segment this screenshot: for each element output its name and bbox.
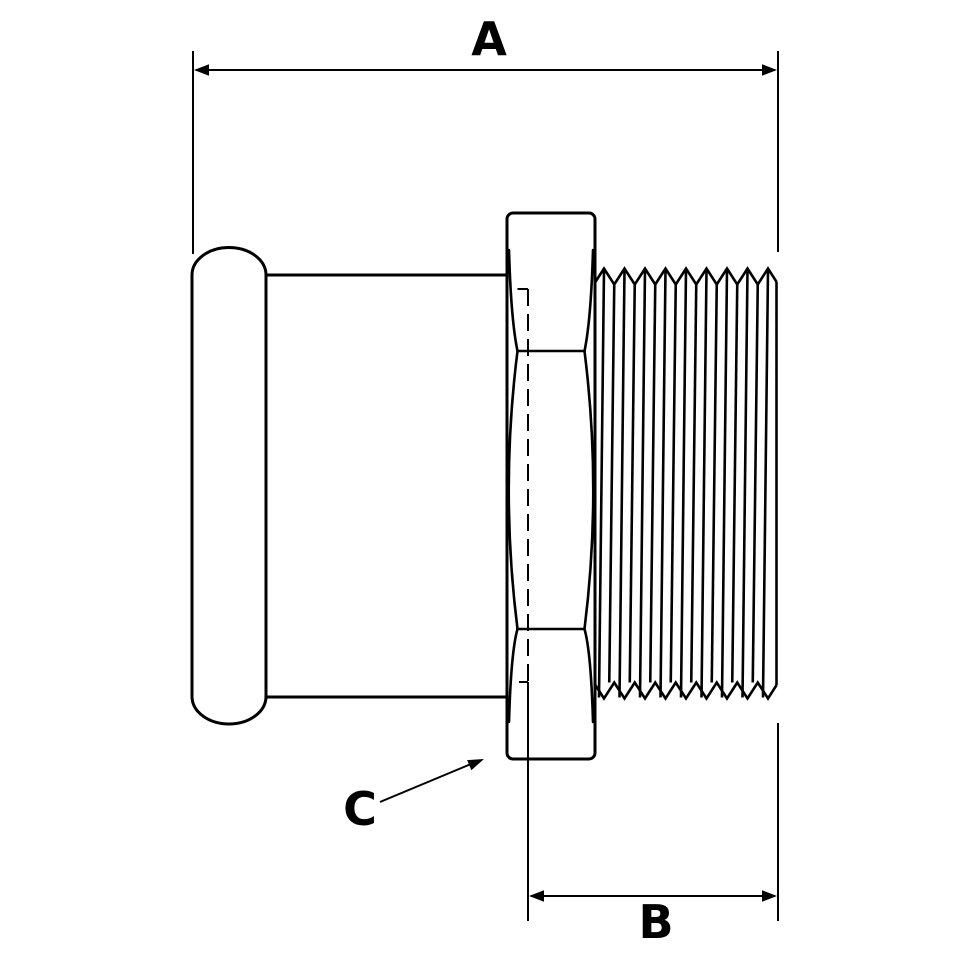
- hex-chamfer-top-left: [507, 248, 519, 353]
- callout-c-arrowhead-icon: [467, 759, 484, 771]
- hidden-bore-line: [517, 288, 529, 683]
- hex-section: [505, 211, 597, 761]
- callout-c-label: C: [343, 782, 377, 836]
- dim-b-left-arrowhead-icon: [529, 890, 544, 902]
- dim-b-label: B: [638, 895, 673, 949]
- thread-helix-lines: [597, 269, 770, 698]
- dim-a-right-arrowhead-icon: [762, 64, 777, 76]
- thread-crest-bottom: [592, 680, 778, 701]
- hex-chamfer-bottom-right: [583, 627, 595, 724]
- hex-chamfer-bottom-left: [507, 627, 519, 724]
- dimension-b: B: [527, 682, 779, 949]
- dim-b-right-arrowhead-icon: [762, 890, 777, 902]
- dimension-a: A: [192, 12, 779, 254]
- dim-a-label: A: [471, 12, 507, 66]
- callout-c: C: [343, 759, 484, 836]
- tube-body: [264, 273, 509, 699]
- callout-c-leader-line: [379, 763, 472, 803]
- hex-face-arc-right: [583, 349, 595, 631]
- press-end-bead: [190, 246, 268, 726]
- hex-chamfer-top-right: [583, 248, 595, 353]
- thread-crest-top: [592, 266, 778, 287]
- hex-face-arc-left: [507, 349, 519, 631]
- fitting-outline: [190, 211, 778, 761]
- hex-outline: [505, 211, 597, 761]
- dim-a-left-arrowhead-icon: [194, 64, 209, 76]
- male-thread: [592, 266, 778, 701]
